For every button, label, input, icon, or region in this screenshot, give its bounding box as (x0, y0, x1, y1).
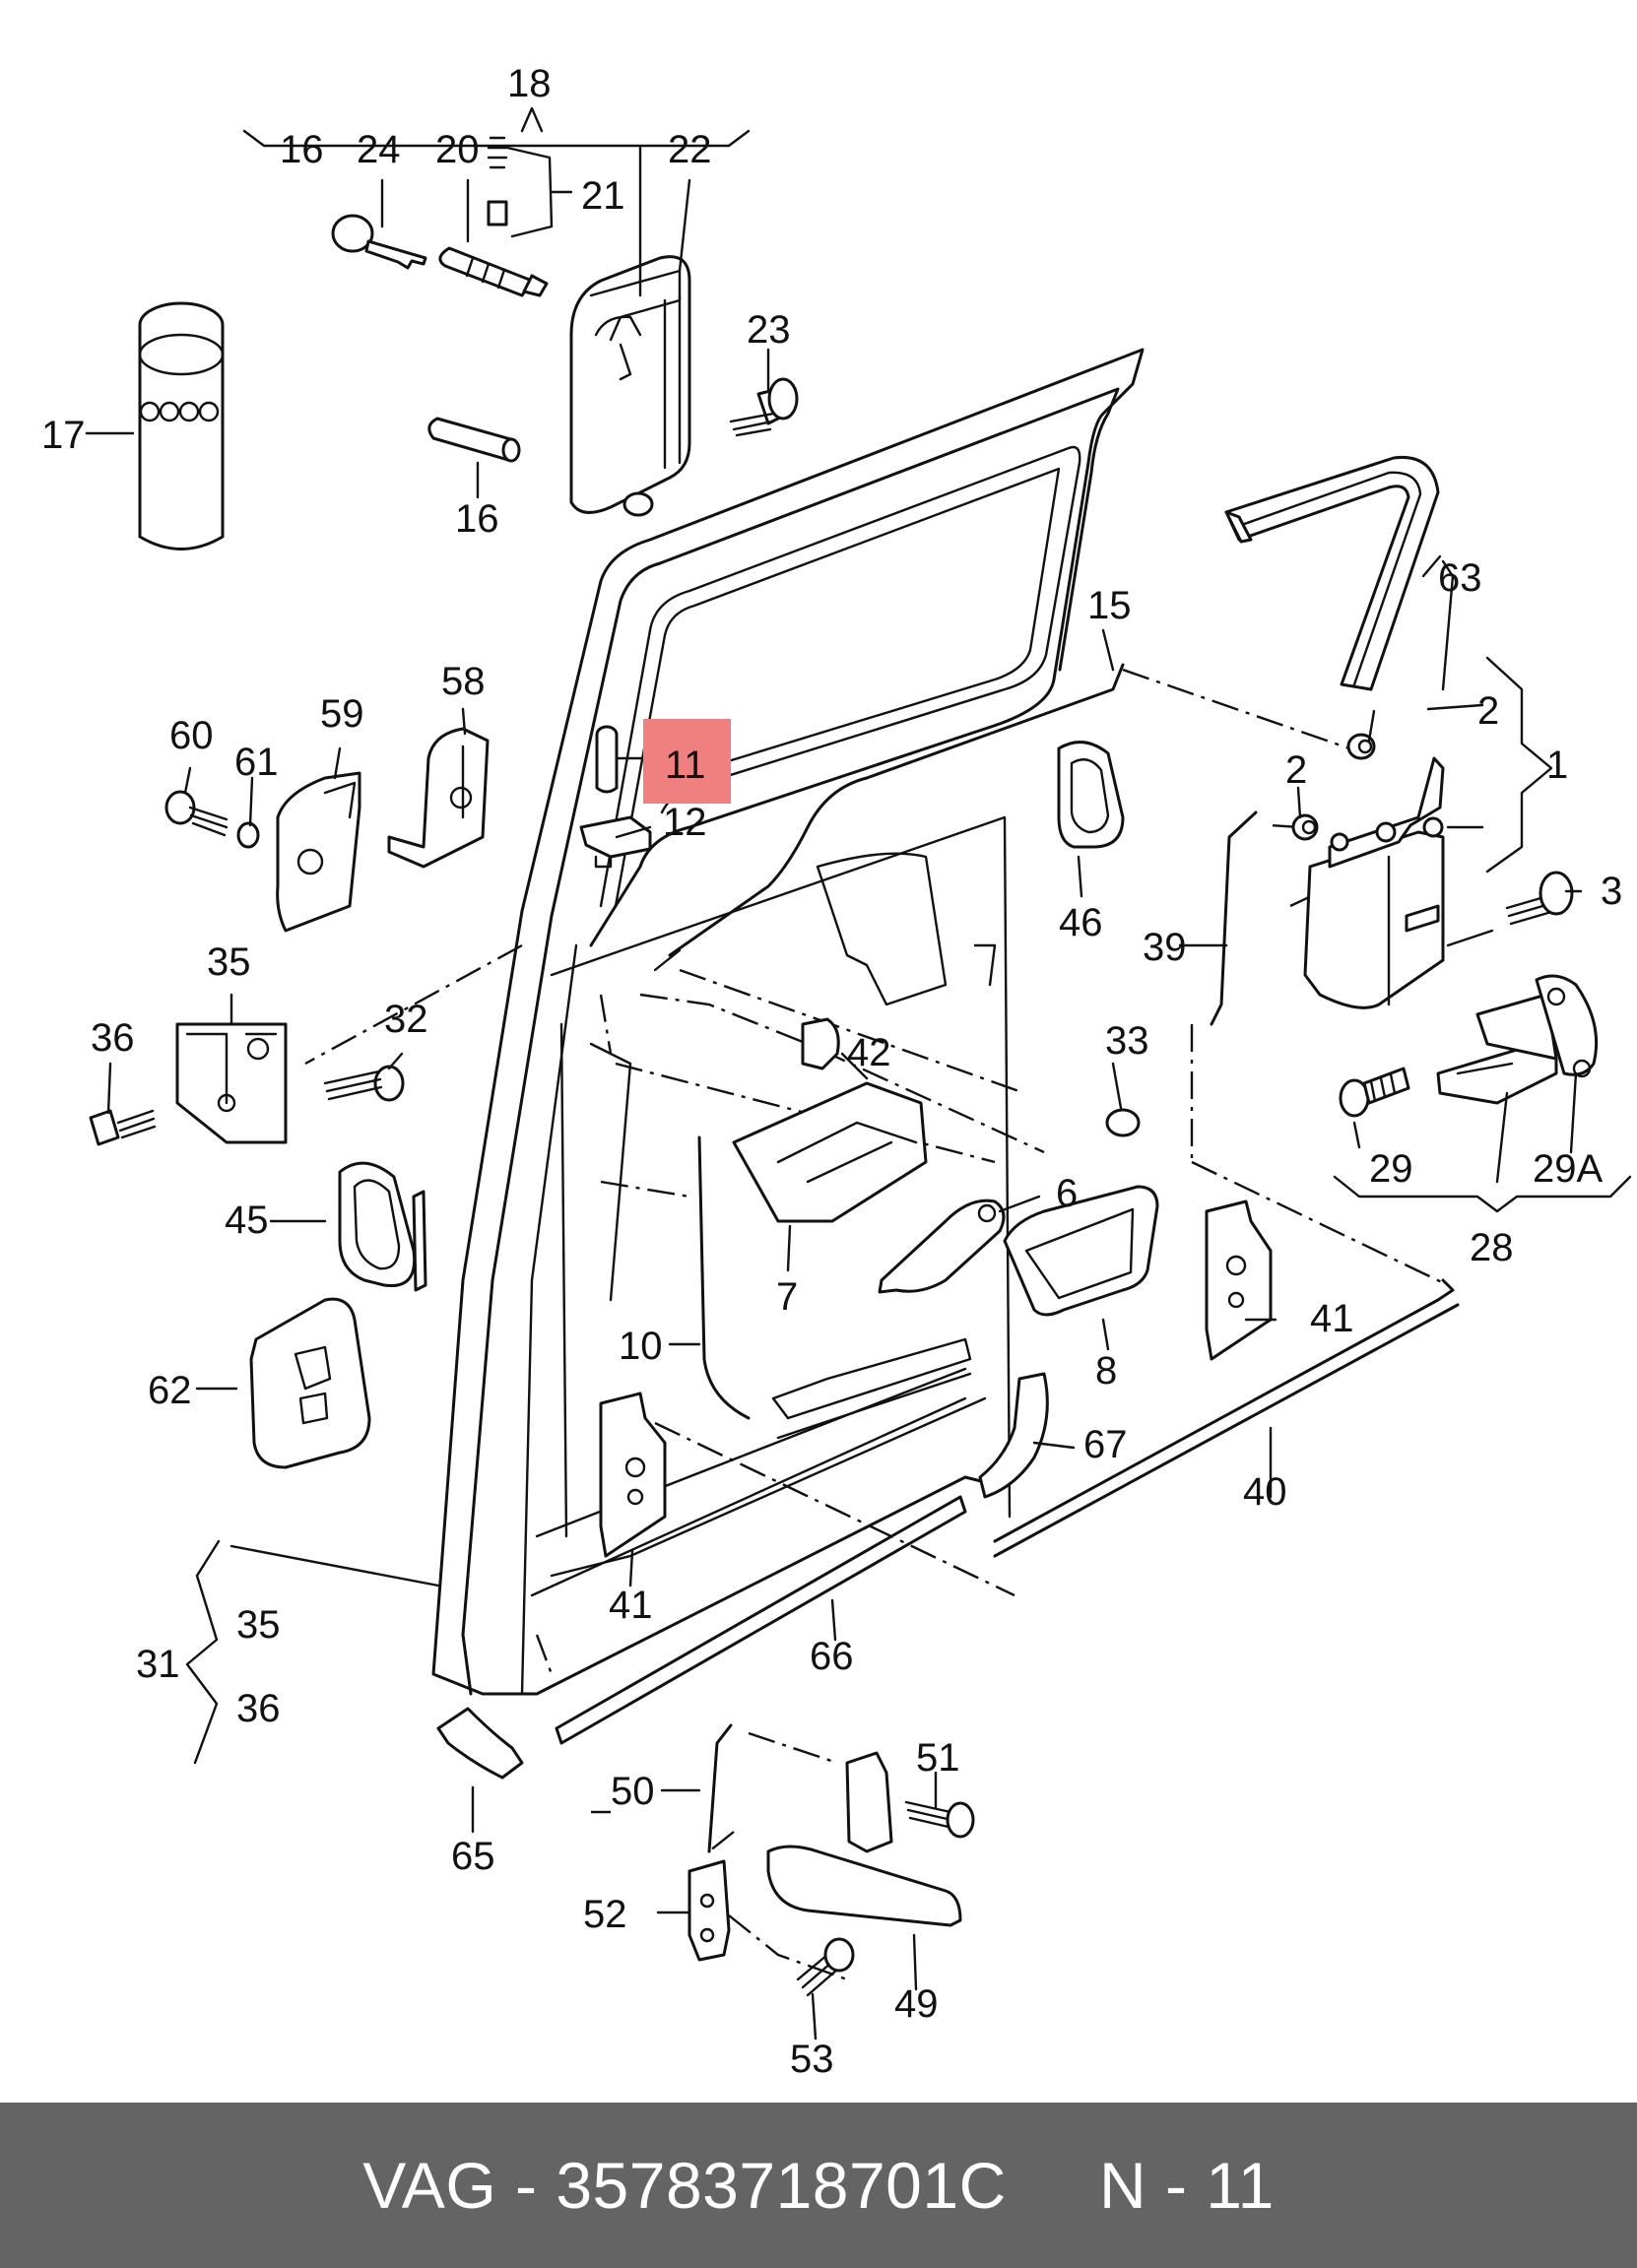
callout-61: 61 (234, 741, 279, 784)
striker-screw-part (1339, 1067, 1410, 1118)
lock-screw-part (1505, 871, 1574, 926)
grommet-45-part (338, 1161, 427, 1292)
callout-8: 8 (1095, 1349, 1117, 1393)
bracket-41-left-part (599, 1392, 667, 1558)
callout-20: 20 (435, 128, 480, 171)
callout-58: 58 (441, 660, 486, 703)
callout-1: 1 (1546, 744, 1568, 787)
bolt-53-part (796, 1937, 855, 1997)
hinge-part (175, 1022, 288, 1144)
callout-45: 45 (225, 1199, 269, 1242)
aerosol-can-part (138, 301, 225, 551)
exterior-handle-part (569, 255, 691, 517)
part-number-banner: VAG - 35783718701C N - 11 (0, 2103, 1637, 2268)
hinge-bolt-part (89, 1109, 157, 1146)
screw-part (729, 377, 799, 437)
callout-59: 59 (320, 692, 364, 736)
callout-11: 11 (665, 744, 706, 787)
door-frame (431, 348, 1460, 1853)
callout-16-bottom: 16 (455, 497, 499, 541)
handle-lever-part (878, 1199, 1006, 1294)
clip-42-part (801, 1017, 840, 1070)
callout-35-bottom: 35 (236, 1603, 281, 1647)
striker-part (1436, 974, 1599, 1105)
callout-12: 12 (663, 801, 707, 844)
callout-22: 22 (668, 128, 712, 171)
clip-12-part (579, 815, 652, 869)
spring-part (487, 136, 508, 227)
callout-16-top: 16 (280, 128, 324, 171)
callout-18: 18 (507, 62, 552, 105)
brand-label: VAG (362, 2149, 497, 2222)
position-label: N - 11 (1098, 2149, 1275, 2222)
highlight-box (643, 719, 731, 804)
plug-33-part (1105, 1108, 1141, 1137)
callout-21: 21 (581, 174, 625, 218)
callout-60: 60 (169, 714, 214, 757)
callout-29: 29 (1369, 1147, 1413, 1191)
callout-6: 6 (1056, 1172, 1078, 1215)
screw-60-part (164, 790, 229, 837)
door-lock-part (1303, 756, 1445, 1009)
callout-53: 53 (790, 2038, 834, 2081)
callout-2-top: 2 (1477, 689, 1499, 733)
callout-51: 51 (916, 1736, 960, 1780)
handle-housing-part (732, 1081, 928, 1223)
callout-33: 33 (1105, 1019, 1149, 1063)
tube-11-part (595, 725, 619, 794)
separator-label: - (496, 2149, 557, 2222)
callout-42: 42 (847, 1031, 891, 1074)
pad-58-part (387, 727, 490, 869)
handle-bezel-part (1003, 1185, 1159, 1317)
pad-62-part (249, 1297, 371, 1469)
callout-62: 62 (148, 1369, 192, 1412)
callout-24: 24 (357, 128, 401, 171)
callout-49: 49 (894, 1982, 939, 2026)
pad-59-part (276, 771, 361, 933)
callout-52: 52 (583, 1893, 627, 1936)
bracket-65-part (436, 1707, 524, 1780)
pin-part (427, 417, 521, 463)
washer-part (1291, 733, 1376, 841)
callout-28: 28 (1470, 1226, 1514, 1269)
callout-67: 67 (1083, 1423, 1128, 1466)
door-lock-parts-diagram: 18 16 24 20 21 22 23 17 16 15 63 2 1 2 3… (41, 62, 1632, 2081)
spacer (1007, 2148, 1099, 2223)
callout-40: 40 (1243, 1470, 1287, 1514)
callout-15: 15 (1087, 584, 1132, 627)
callout-31: 31 (136, 1643, 180, 1686)
callout-2-bottom: 2 (1285, 748, 1307, 792)
grommet-part (1057, 741, 1125, 849)
callout-41-left: 41 (609, 1584, 653, 1627)
bracket-41-right-part (1205, 1199, 1273, 1361)
callout-10: 10 (619, 1325, 663, 1368)
check-strap-part (766, 1751, 962, 1927)
key-part (331, 214, 427, 270)
lock-cylinder-part (438, 246, 549, 297)
callout-63: 63 (1438, 556, 1482, 600)
callout-66: 66 (810, 1635, 854, 1678)
callout-65: 65 (451, 1835, 495, 1878)
part-number-label: 35783718701C (556, 2149, 1007, 2222)
callout-32: 32 (384, 998, 428, 1041)
callout-17: 17 (41, 414, 86, 457)
callout-36-top: 36 (91, 1016, 135, 1060)
window-seal-part (1224, 455, 1440, 691)
callout-3: 3 (1601, 870, 1622, 913)
bracket-52-part (688, 1859, 731, 1962)
callout-41-right: 41 (1310, 1297, 1354, 1340)
callout-23: 23 (747, 308, 791, 352)
washer-61-part (236, 821, 260, 849)
callout-labels: 18 16 24 20 21 22 23 17 16 15 63 2 1 2 3… (41, 62, 1622, 2081)
callout-leaders (85, 106, 1632, 2041)
callout-35-top: 35 (207, 940, 251, 984)
callout-29a: 29A (1533, 1147, 1603, 1191)
callout-46: 46 (1059, 901, 1103, 944)
screw-32-part (323, 1065, 405, 1102)
callout-50: 50 (611, 1770, 655, 1813)
callout-36-bottom: 36 (236, 1687, 281, 1730)
bolt-51-part (904, 1800, 975, 1839)
callout-39: 39 (1143, 926, 1187, 969)
callout-7: 7 (776, 1275, 798, 1319)
